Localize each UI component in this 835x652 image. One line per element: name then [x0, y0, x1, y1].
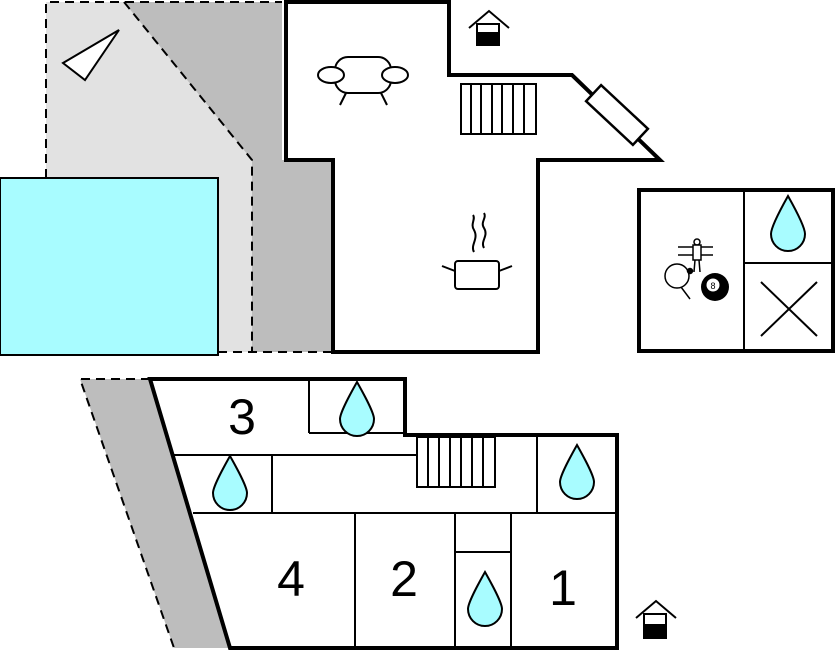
lower-shade — [80, 379, 230, 648]
bathroom-drop-icon — [211, 453, 249, 511]
room-number-1: 1 — [549, 560, 577, 616]
living-walls — [284, 0, 665, 354]
living-area — [284, 0, 665, 354]
entrance-icon — [635, 599, 677, 639]
annex: 8 — [637, 188, 835, 353]
bathroom-drop-icon — [558, 442, 596, 500]
entrance-icon — [468, 9, 510, 46]
room-number-3: 3 — [228, 389, 256, 445]
bathroom-drop-icon — [466, 569, 504, 627]
door-icon — [584, 83, 650, 147]
pool — [0, 177, 219, 356]
bathroom-drop-icon — [338, 379, 376, 437]
svg-text:8: 8 — [710, 281, 715, 291]
table-football-icon — [678, 238, 713, 273]
room-number-4: 4 — [277, 551, 305, 607]
billiard-ball-icon: 8 — [701, 273, 729, 301]
terrace-shade — [124, 2, 333, 352]
storage-x-icon — [760, 281, 818, 337]
terrace-border — [45, 1, 282, 178]
annex-walls — [637, 188, 835, 353]
sofa-icon — [317, 56, 409, 106]
bathroom-drop-icon — [769, 193, 807, 252]
room-number-2: 2 — [390, 551, 418, 607]
kitchen-icon — [441, 212, 513, 290]
terrace-triangle-icon — [61, 29, 120, 82]
lower-walls — [147, 377, 619, 650]
lower-floor: 3 4 2 1 — [78, 377, 619, 650]
stairs-icon — [416, 436, 496, 488]
table-tennis-icon — [664, 263, 694, 300]
stairs-icon — [460, 83, 537, 135]
terrace-diagonal — [123, 1, 253, 352]
